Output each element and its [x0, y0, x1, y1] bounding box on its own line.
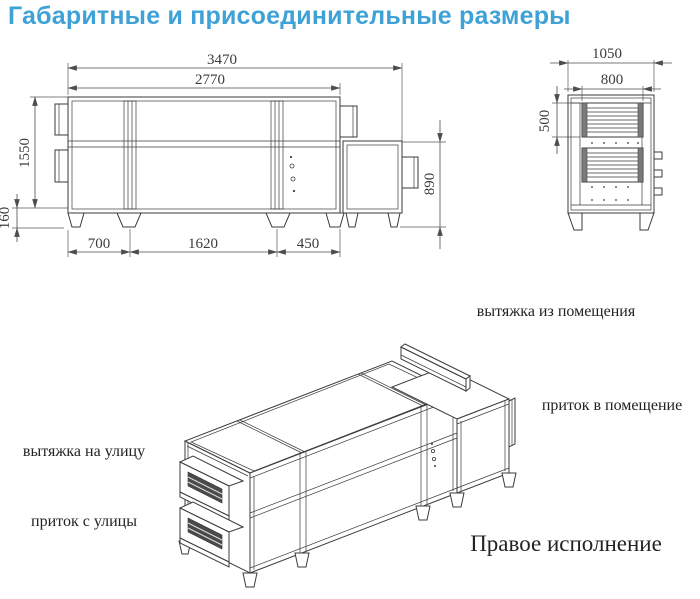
- dim-base-height: 160: [0, 207, 13, 230]
- dim-total-length: 3470: [207, 52, 237, 68]
- side-grille-upper: [581, 102, 644, 138]
- front-left-duct-lower: [54, 149, 69, 183]
- dim-body-length: 2770: [195, 72, 225, 88]
- dim-opening-height: 500: [537, 110, 553, 133]
- side-extension-lines: [552, 60, 655, 138]
- front-left-duct-upper: [54, 103, 69, 136]
- label-exhaust-from-room: вытяжка из помещения: [477, 303, 636, 320]
- dim-opening-width: 800: [601, 72, 624, 88]
- dim-section-left: 700: [88, 236, 111, 252]
- dim-total-width: 1050: [592, 46, 622, 62]
- front-outlet-duct: [401, 156, 419, 189]
- iso-view-drawing: вытяжка из помещения приток в помещение …: [23, 303, 682, 588]
- front-mid-rail: [68, 140, 340, 148]
- label-supply-to-room: приток в помещение: [542, 397, 682, 414]
- side-screw-dots: [591, 142, 639, 144]
- front-body-outline: [67, 96, 341, 214]
- dim-body-height: 1550: [17, 138, 33, 168]
- side-grille-lower: [581, 147, 644, 183]
- dim-outlet-box-height: 890: [422, 173, 438, 196]
- dim-section-right: 450: [297, 236, 320, 252]
- iso-legs: [242, 472, 517, 588]
- label-exhaust-to-street: вытяжка на улицу: [23, 443, 145, 460]
- dim-section-middle: 1620: [188, 236, 218, 252]
- front-legs: [67, 212, 401, 228]
- front-service-dot: [289, 155, 293, 159]
- iso-hood-lower: [178, 501, 245, 568]
- label-supply-from-street: приток с улицы: [31, 513, 137, 530]
- front-outlet-box: [342, 140, 403, 214]
- side-screw-dots-lower: [591, 186, 629, 201]
- side-hinges: [653, 151, 663, 196]
- front-view-drawing: 3470 2770 1550 160 700 1620 450 890: [0, 52, 446, 257]
- front-extension-lines: [12, 63, 446, 257]
- side-legs: [567, 212, 655, 231]
- front-frame-post-2: [270, 100, 284, 210]
- page-title: Габаритные и присоединительные размеры: [8, 2, 571, 30]
- iso-supply-section-side: [456, 398, 510, 494]
- side-view-drawing: 1050 800 500: [537, 46, 672, 231]
- label-variant-caption: Правое исполнение: [470, 531, 662, 556]
- front-frame-post-1: [123, 100, 137, 210]
- front-right-duct-upper: [339, 105, 358, 138]
- iso-exhaust-stub: [400, 343, 471, 392]
